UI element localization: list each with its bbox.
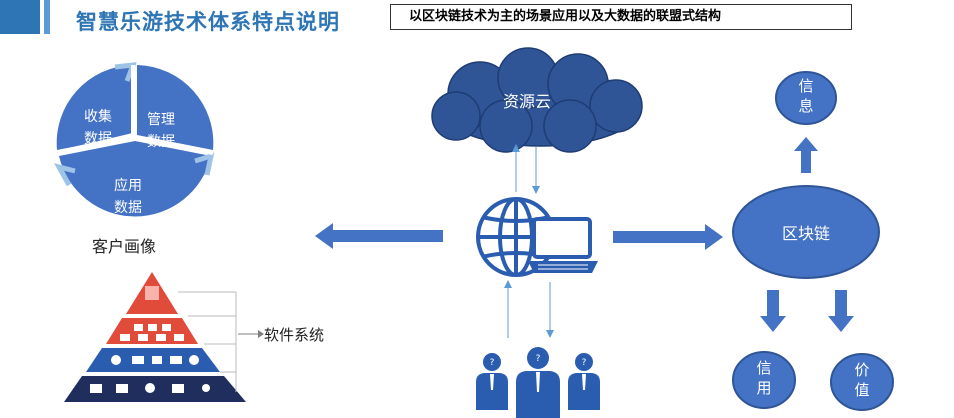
value-label: 价 值 <box>854 361 870 399</box>
software-system-caption: 软件系统 <box>264 326 325 344</box>
arrow-left <box>315 223 443 249</box>
customer-profile-caption: 客户画像 <box>92 237 157 256</box>
svg-text:?: ? <box>490 358 495 368</box>
cloud-shape <box>431 47 643 153</box>
people-link-arrows <box>504 280 554 338</box>
cycle-label-manage: 管理 数据 <box>147 112 175 150</box>
credit-label: 信 用 <box>756 359 772 397</box>
header-accent-bar <box>0 0 40 34</box>
cycle-segment-collect <box>56 65 133 150</box>
svg-text:?: ? <box>582 358 587 368</box>
cycle-label-collect: 收集 数据 <box>84 109 112 147</box>
cycle-segment-manage <box>137 65 214 150</box>
info-label: 信 息 <box>798 77 814 115</box>
cloud-link-arrows <box>512 144 540 194</box>
cycle-label-apply: 应用 数据 <box>114 178 142 213</box>
software-pyramid <box>64 272 246 402</box>
people-group-icon: ? ? ? <box>476 347 600 418</box>
laptop-icon <box>528 217 598 273</box>
page-title: 智慧乐游技术体系特点说明 <box>76 10 340 34</box>
cycle-diagram <box>54 62 215 217</box>
arrow-right <box>613 224 723 250</box>
arrow-down-credit <box>760 290 786 332</box>
cloud-label: 资源云 <box>503 92 552 111</box>
subtitle-box: 以区块链技术为主的场景应用以及大数据的联盟式结构 <box>390 4 852 30</box>
cycle-segment-apply <box>59 141 211 217</box>
arrow-up <box>794 137 818 173</box>
blockchain-label: 区块链 <box>781 224 830 243</box>
arrow-down-value <box>828 290 854 332</box>
value-ellipse <box>830 353 894 411</box>
header-accent-stripe <box>44 0 50 34</box>
pyramid-pointer-arrow <box>238 330 264 338</box>
credit-ellipse <box>732 351 796 409</box>
blockchain-ellipse <box>732 185 880 279</box>
svg-text:?: ? <box>536 354 541 364</box>
info-ellipse <box>775 71 837 125</box>
